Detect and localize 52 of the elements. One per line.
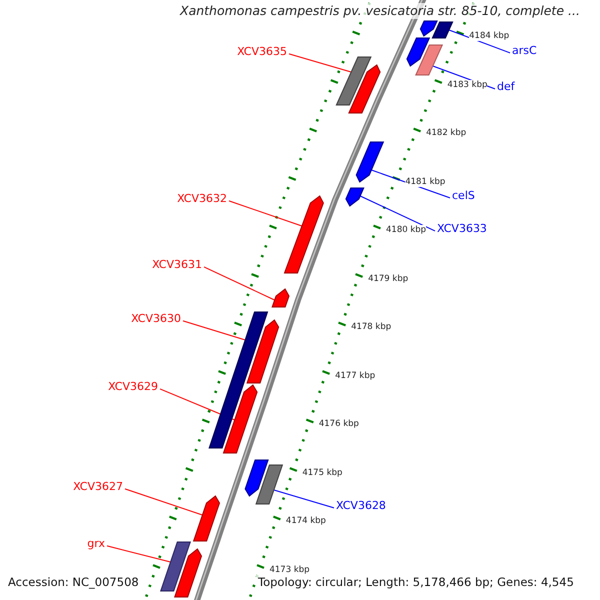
gene-block bbox=[345, 188, 364, 207]
tick-label: 4178 kbp bbox=[351, 322, 392, 332]
gene-label: celS bbox=[452, 188, 475, 204]
leader-line bbox=[448, 30, 510, 54]
leader-line bbox=[288, 53, 352, 72]
tick-label: 4183 kbp bbox=[447, 80, 488, 90]
tick-label: 4182 kbp bbox=[426, 128, 466, 138]
tick-label: 4181 kbp bbox=[405, 176, 446, 186]
genome-summary-text: Topology: circular; Length: 5,178,466 bp; Genes: 4,545 bbox=[256, 575, 576, 590]
tick-label: 4179 kbp bbox=[368, 274, 408, 284]
leader-line bbox=[106, 545, 171, 562]
gene-bar bbox=[432, 22, 454, 38]
gene-bar bbox=[208, 312, 268, 448]
gene-block bbox=[272, 288, 290, 308]
gene-block bbox=[244, 460, 269, 497]
gene-label: XCV3633 bbox=[437, 221, 487, 237]
gene-block bbox=[284, 195, 324, 274]
tick-label: 4184 kbp bbox=[469, 31, 510, 41]
gene-block bbox=[192, 495, 220, 542]
gene-block bbox=[356, 142, 384, 183]
gene-block bbox=[348, 64, 381, 114]
gene-label: grx bbox=[87, 536, 105, 552]
leader-line bbox=[124, 488, 203, 516]
gene-label: XCV3631 bbox=[152, 257, 202, 273]
accession-text: Accession: NC_007508 bbox=[6, 575, 141, 590]
leader-line bbox=[273, 490, 334, 508]
leader-line bbox=[360, 196, 436, 232]
tick-label: 4174 kbp bbox=[286, 516, 326, 526]
gene-block bbox=[406, 38, 430, 67]
gene-bar bbox=[255, 464, 284, 504]
leader-line bbox=[182, 320, 246, 340]
gene-label: XCV3630 bbox=[131, 311, 181, 327]
gene-bar bbox=[415, 44, 444, 76]
leader-line bbox=[228, 200, 302, 226]
gene-label: XCV3635 bbox=[237, 44, 287, 60]
gene-block bbox=[246, 319, 280, 384]
gene-block bbox=[174, 548, 202, 598]
tick-label: 4176 kbp bbox=[318, 419, 359, 429]
tick-label: 4173 kbp bbox=[269, 564, 310, 574]
tick-label: 4175 kbp bbox=[302, 468, 342, 478]
gene-label: XCV3632 bbox=[177, 191, 227, 207]
gene-label: def bbox=[497, 79, 515, 95]
gene-label: XCV3629 bbox=[108, 379, 158, 395]
gene-label: arsC bbox=[512, 43, 537, 59]
gene-block bbox=[222, 384, 258, 454]
gene-label: XCV3627 bbox=[73, 479, 123, 495]
tick-label: 4180 kbp bbox=[386, 225, 426, 235]
leader-line bbox=[204, 266, 275, 300]
gene-label: XCV3628 bbox=[336, 498, 386, 514]
gene-bar bbox=[336, 56, 372, 106]
tick-label: 4177 kbp bbox=[335, 370, 376, 380]
gene-bar bbox=[160, 542, 191, 592]
